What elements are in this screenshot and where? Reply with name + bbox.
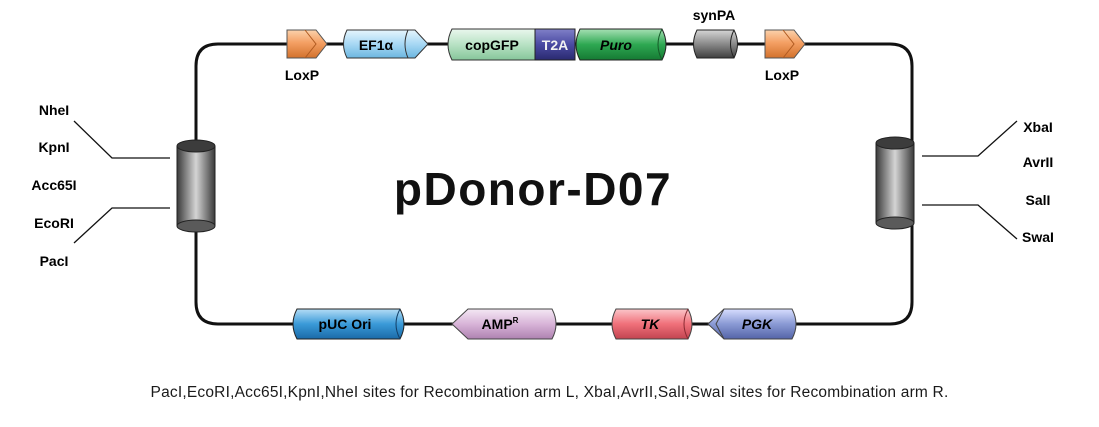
loxp-left-element (286, 29, 328, 59)
tk-element (611, 308, 693, 340)
ef1a-label: EF1α (359, 37, 394, 53)
puc-ori-label: pUC Ori (319, 316, 372, 332)
left-site-3: Acc65I (31, 177, 76, 193)
loxp-left-label: LoxP (285, 67, 319, 83)
pgk-label: PGK (742, 316, 773, 332)
right-site-4: SwaI (1022, 229, 1054, 245)
recombination-arm-left (176, 139, 216, 233)
pgk-promoter (707, 308, 797, 340)
ampr-label: AMPR (482, 316, 519, 332)
loxp-right-element (764, 29, 806, 59)
right-site-leaders (922, 120, 1018, 240)
left-site-2: KpnI (38, 139, 69, 155)
tk-label: TK (641, 316, 661, 332)
plasmid-title: pDonor-D07 (394, 163, 672, 215)
right-site-1: XbaI (1023, 119, 1053, 135)
left-site-1: NheI (39, 102, 69, 118)
ampr-gene (451, 308, 557, 340)
recombination-arm-right (875, 136, 915, 230)
right-site-3: SalI (1026, 192, 1051, 208)
puro-gene (575, 28, 667, 61)
t2a-element (534, 28, 576, 61)
t2a-label: T2A (542, 37, 568, 53)
left-site-leaders (73, 120, 170, 244)
puro-label: Puro (600, 37, 632, 53)
ef1a-promoter (343, 29, 429, 59)
loxp-right-label: LoxP (765, 67, 799, 83)
copgfp-gene (447, 28, 539, 61)
ampr-label-main: AMP (482, 316, 513, 332)
synpa-element (693, 29, 738, 59)
ampr-label-sup: R (513, 316, 519, 325)
puc-ori-element (292, 308, 405, 340)
right-site-2: AvrII (1023, 154, 1054, 170)
synpa-label: synPA (693, 7, 736, 23)
copgfp-label: copGFP (465, 37, 519, 53)
figure-caption: PacI,EcoRI,Acc65I,KpnI,NheI sites for Re… (150, 384, 949, 401)
left-site-4: EcoRI (34, 215, 74, 231)
left-site-5: PacI (40, 253, 69, 269)
